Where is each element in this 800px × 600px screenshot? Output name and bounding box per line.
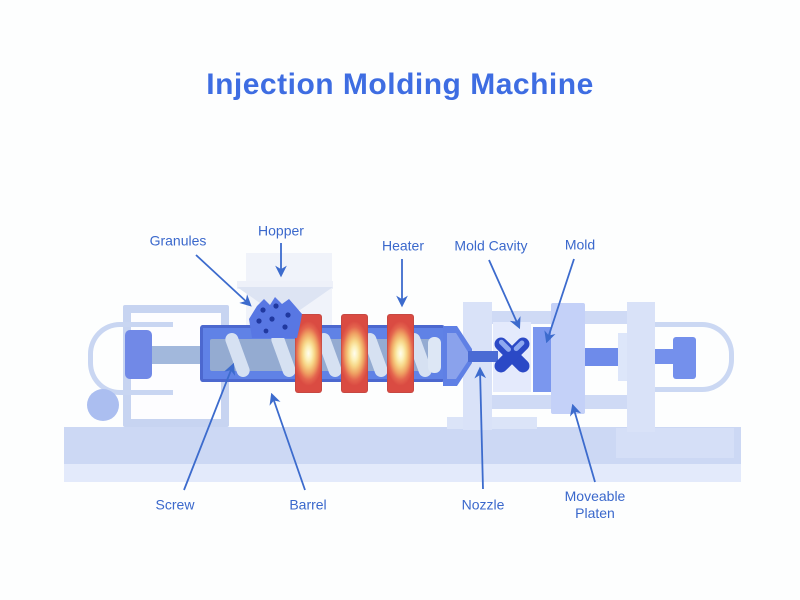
moveable-platen-block <box>551 303 585 414</box>
granules-arrow <box>195 254 252 307</box>
heater-band <box>341 314 368 393</box>
mold-block <box>533 327 551 392</box>
label-mold-cavity: Mold Cavity <box>454 237 528 254</box>
clamp-end-column <box>627 302 655 432</box>
clamp-cylinder-piston <box>673 337 696 379</box>
label-heater: Heater <box>381 237 425 254</box>
label-barrel: Barrel <box>289 496 327 513</box>
label-mold: Mold <box>564 236 596 253</box>
label-screw: Screw <box>155 496 195 513</box>
drive-rod <box>150 346 212 364</box>
clamp-bracket <box>618 333 628 381</box>
drive-coupling-block <box>125 330 152 379</box>
page-title: Injection Molding Machine <box>206 68 594 102</box>
label-nozzle: Nozzle <box>461 496 505 513</box>
stationary-platen <box>463 302 492 430</box>
motor-circle <box>87 389 119 421</box>
drive-housing-outline <box>88 322 173 395</box>
clamp-piston-rod <box>585 348 618 366</box>
label-granules: Granules <box>149 232 207 249</box>
heater-band <box>387 314 414 393</box>
clamp-column-foot <box>616 428 734 458</box>
label-hopper: Hopper <box>258 222 304 239</box>
label-moveable-platen: Moveable Platen <box>564 488 626 521</box>
machine-base-shadow <box>64 464 741 482</box>
clamp-cylinder-outline <box>652 322 734 392</box>
check-valve <box>428 337 441 373</box>
stationary-platen-foot <box>447 417 537 429</box>
clamp-cylinder-rod <box>655 349 675 364</box>
mold-cavity-panel <box>493 322 531 392</box>
heater-band <box>295 314 322 393</box>
